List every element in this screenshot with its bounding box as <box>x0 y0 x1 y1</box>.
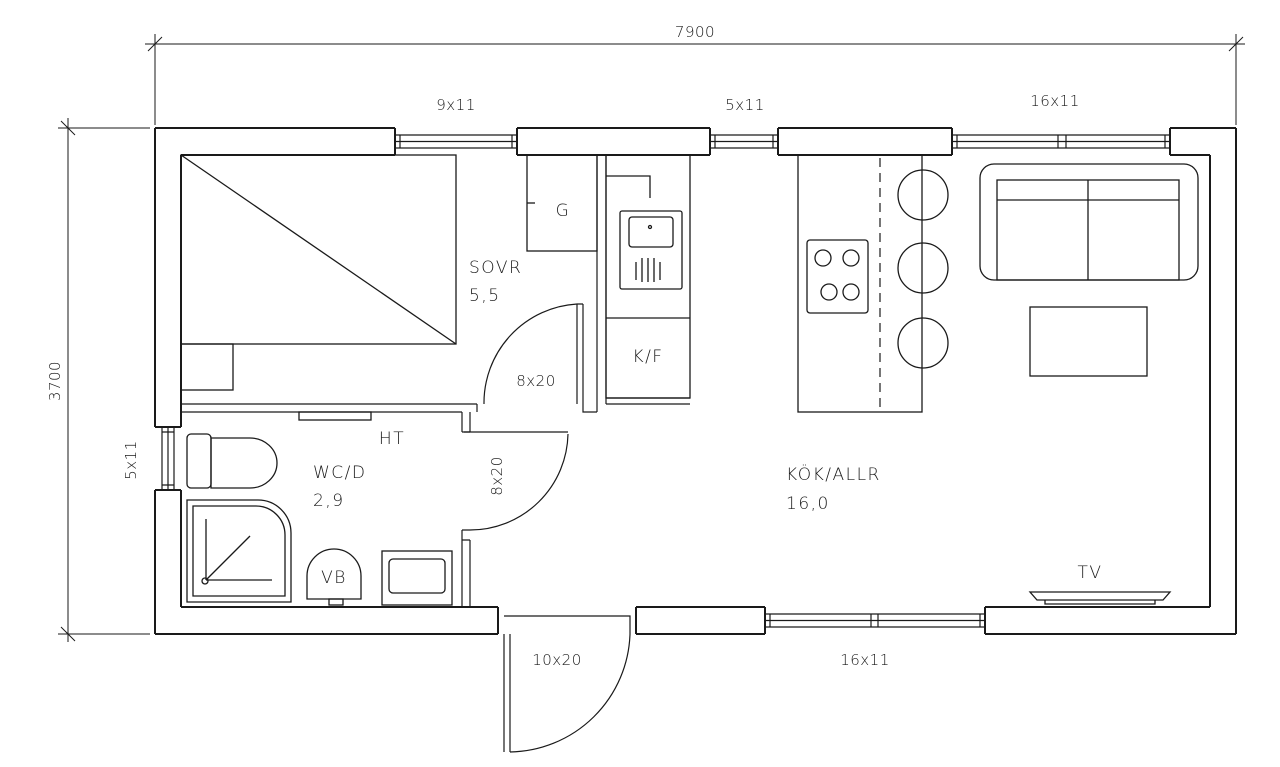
door-bedroom <box>483 303 584 405</box>
bed <box>180 154 457 391</box>
window-bottom-size: 16x11 <box>840 651 890 669</box>
window-top-left-size: 9x11 <box>436 96 476 114</box>
kitchen-living-name: KÖK/ALLR <box>786 463 881 485</box>
window-bottom <box>765 613 985 628</box>
overall-width-label: 7900 <box>675 23 715 41</box>
overall-depth-label: 3700 <box>46 361 64 401</box>
door-wc-size: 8x20 <box>488 456 506 496</box>
toilet-icon <box>186 433 278 489</box>
doors <box>464 303 631 753</box>
kitchen-counter <box>605 154 691 399</box>
window-top-middle <box>710 134 778 149</box>
tv-label: TV <box>1077 563 1102 583</box>
window-top-right-size: 16x11 <box>1030 92 1080 110</box>
wardrobe <box>526 154 598 252</box>
door-bedroom-size: 8x20 <box>516 372 556 390</box>
window-left-size: 5x11 <box>122 440 140 480</box>
dimension-lines <box>58 34 1245 642</box>
sink-icon <box>619 210 683 290</box>
washbasin-label: VB <box>321 568 347 588</box>
bedroom-name: SOVR <box>469 258 522 278</box>
window-top-middle-size: 5x11 <box>725 96 765 114</box>
washbasin-icon <box>306 548 362 606</box>
hat-shelf <box>298 411 372 421</box>
door-wc <box>464 431 569 531</box>
kitchen-living-area: 16,0 <box>786 494 830 514</box>
interior-walls <box>181 155 690 607</box>
bedroom-area: 5,5 <box>469 286 501 306</box>
coffee-table <box>1029 306 1148 377</box>
door-entrance <box>503 615 631 753</box>
stove-icon <box>806 239 869 314</box>
fridge-freezer-label: K/F <box>632 347 663 367</box>
washing-machine-icon <box>381 550 453 606</box>
tv-icon <box>1028 591 1172 605</box>
kitchen-island <box>797 154 923 413</box>
windows <box>161 134 1170 628</box>
bar-stools <box>897 169 949 369</box>
door-entrance-size: 10x20 <box>532 651 582 669</box>
hat-shelf-label: HT <box>379 429 405 449</box>
window-top-left <box>395 134 517 149</box>
exterior-walls <box>154 127 1237 635</box>
wc-shower-name: WC/D <box>313 463 367 483</box>
sofa <box>979 163 1199 281</box>
window-left <box>161 427 175 490</box>
wardrobe-label: G <box>556 201 571 221</box>
wc-shower-area: 2,9 <box>313 491 345 511</box>
shower-icon <box>186 499 292 603</box>
window-top-right <box>952 134 1170 149</box>
